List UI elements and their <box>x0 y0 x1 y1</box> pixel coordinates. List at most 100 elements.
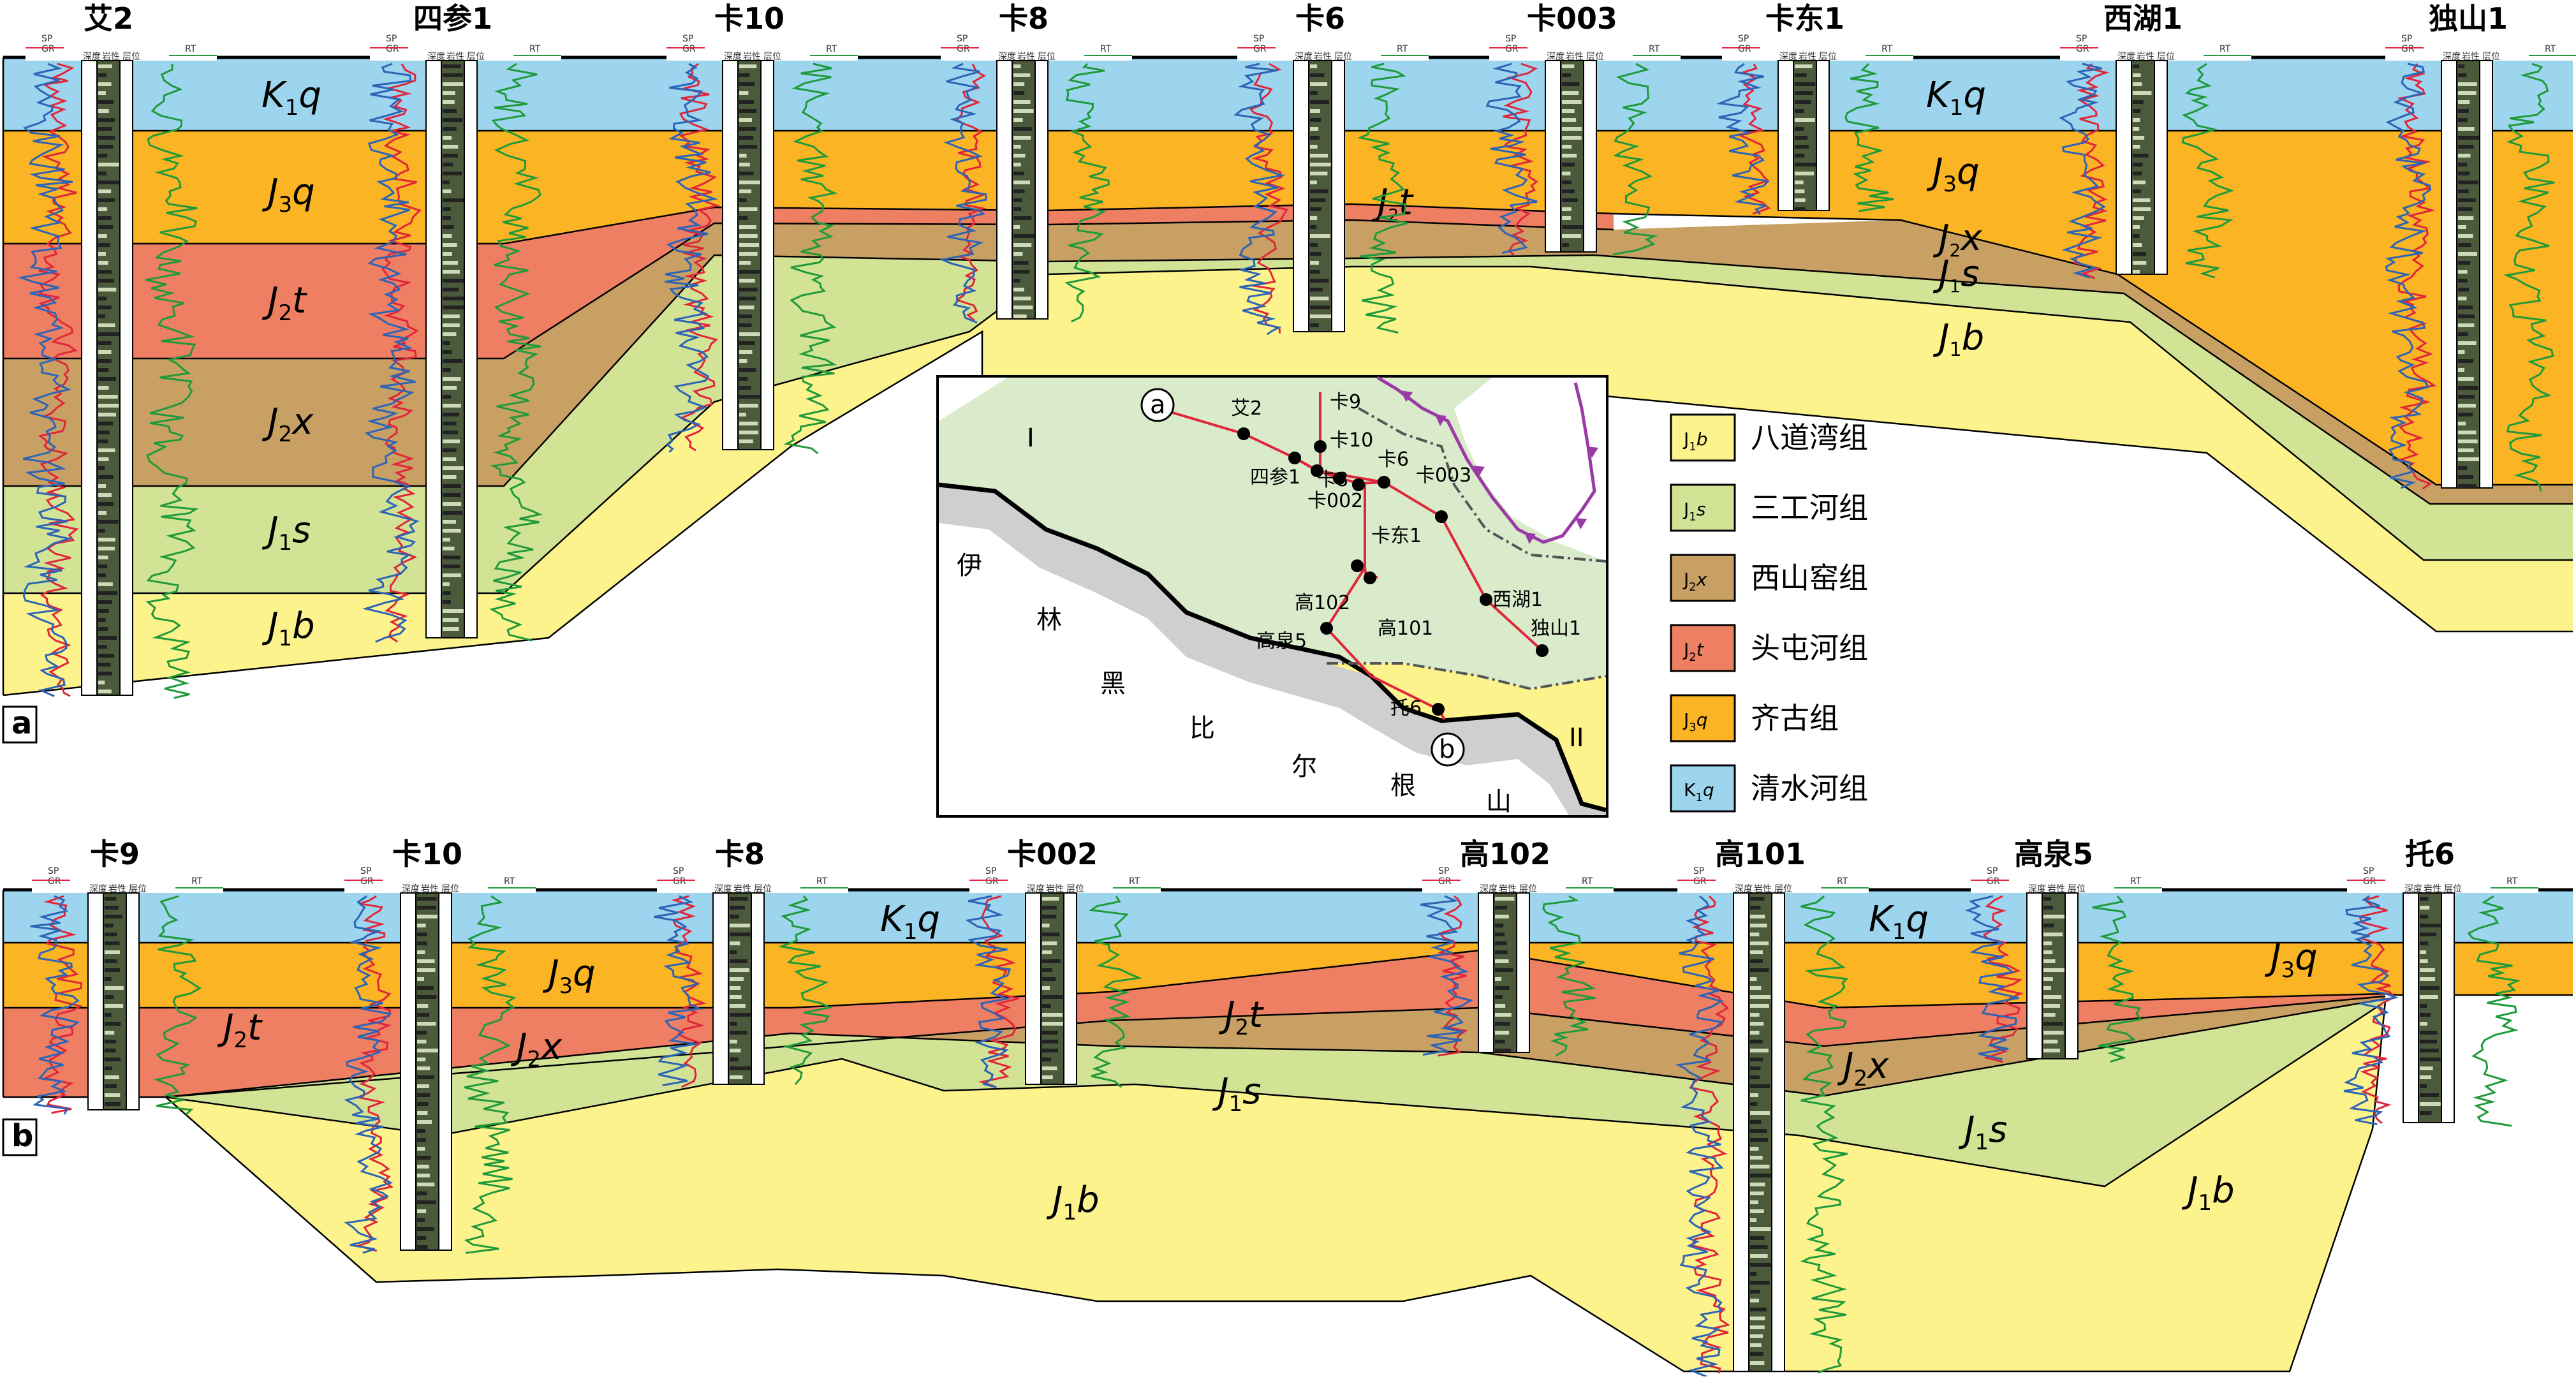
well-name: 卡10 <box>714 1 784 36</box>
svg-text:岩性: 岩性 <box>2137 52 2154 62</box>
map-endpoint-a: a <box>1150 390 1166 420</box>
panel-a-label: a <box>11 705 32 741</box>
svg-text:高102: 高102 <box>1295 592 1350 614</box>
svg-text:深度: 深度 <box>2443 52 2461 62</box>
well-name: 艾2 <box>84 1 133 36</box>
svg-text:J1s: J1s <box>1958 1109 2007 1155</box>
panel-b-band-k1q <box>3 890 2573 943</box>
panel-b-label-box <box>2 1118 38 1156</box>
svg-text:尔: 尔 <box>1292 752 1317 781</box>
svg-text:层位: 层位 <box>1586 52 1604 62</box>
svg-text:层位: 层位 <box>467 52 485 62</box>
svg-text:岩性: 岩性 <box>2424 884 2441 894</box>
svg-text:卡6: 卡6 <box>1378 448 1409 471</box>
svg-text:深度: 深度 <box>402 884 420 894</box>
legend-swatch <box>1670 483 1736 532</box>
panel-a-band-j2t <box>3 204 1614 358</box>
svg-text:GR: GR <box>2401 44 2415 54</box>
svg-text:岩性: 岩性 <box>2047 884 2065 894</box>
svg-text:RT: RT <box>1100 44 1112 54</box>
svg-text:J1b: J1b <box>261 605 315 651</box>
panel-a-band-j2x <box>3 220 2573 504</box>
svg-text:岩性: 岩性 <box>1314 52 1332 62</box>
svg-text:深度: 深度 <box>89 884 107 894</box>
svg-text:层位: 层位 <box>1334 52 1352 62</box>
svg-text:RT: RT <box>2219 44 2231 54</box>
well-name: 西湖1 <box>2103 1 2182 36</box>
svg-text:层位: 层位 <box>1519 884 1537 894</box>
legend-swatch <box>1670 694 1736 742</box>
legend-swatch <box>1670 624 1736 672</box>
legend-swatch <box>1670 554 1736 602</box>
svg-text:SP: SP <box>1505 34 1516 44</box>
well-name: 卡东1 <box>1765 1 1844 36</box>
svg-text:卡003: 卡003 <box>1416 464 1471 487</box>
svg-text:层位: 层位 <box>2482 52 2500 62</box>
svg-text:GR: GR <box>360 876 374 887</box>
svg-text:深度: 深度 <box>714 884 732 894</box>
svg-text:GR: GR <box>1738 44 1751 54</box>
svg-text:层位: 层位 <box>122 52 140 62</box>
well-name: 高102 <box>1460 837 1550 871</box>
svg-text:岩性: 岩性 <box>743 52 761 62</box>
panel-a-band-j1s <box>3 255 2573 593</box>
svg-text:伊: 伊 <box>957 551 982 580</box>
map-region-i: I <box>1027 424 1034 453</box>
svg-text:RT: RT <box>1129 876 1140 887</box>
panel-b-band-j3q <box>3 943 2573 1008</box>
panel-b-band-j2x <box>166 996 2385 1097</box>
well-location-map: a b I II 伊 林 黑 比 尔 根 山 艾2 卡9 卡10 四参1 卡8 … <box>936 375 1608 818</box>
svg-text:GR: GR <box>1253 44 1267 54</box>
svg-text:层位: 层位 <box>129 884 147 894</box>
well-name: 托6 <box>2405 837 2455 871</box>
svg-text:层位: 层位 <box>2444 884 2462 894</box>
svg-text:深度: 深度 <box>427 52 445 62</box>
well-name: 独山1 <box>2429 1 2508 36</box>
svg-text:SP: SP <box>2401 34 2412 44</box>
svg-text:层位: 层位 <box>441 884 459 894</box>
svg-text:GR: GR <box>985 876 999 887</box>
legend-name: 三工河组 <box>1751 490 1868 525</box>
svg-text:GR: GR <box>673 876 686 887</box>
svg-text:J2x: J2x <box>1932 218 1982 261</box>
panel-b-unit-labels: K1q K1q J3q J3q J2t J2t J2x J2x J1s J1s … <box>217 899 2318 1225</box>
svg-text:独山1: 独山1 <box>1531 617 1581 640</box>
svg-text:深度: 深度 <box>1027 884 1045 894</box>
legend-code: K1q <box>1684 779 1714 804</box>
svg-text:层位: 层位 <box>763 52 781 62</box>
svg-text:岩性: 岩性 <box>1754 884 1772 894</box>
map-region-ii: II <box>1569 723 1584 753</box>
svg-text:RT: RT <box>1649 44 1660 54</box>
svg-text:SP: SP <box>682 34 693 44</box>
svg-text:GR: GR <box>48 876 61 887</box>
svg-text:SP: SP <box>1738 34 1749 44</box>
svg-text:RT: RT <box>185 44 196 54</box>
svg-text:GR: GR <box>957 44 970 54</box>
svg-text:RT: RT <box>1837 876 1848 887</box>
svg-text:SP: SP <box>1253 34 1264 44</box>
svg-text:层位: 层位 <box>2068 884 2086 894</box>
legend-code: J1b <box>1682 429 1708 454</box>
legend-code: J2x <box>1682 569 1707 594</box>
svg-text:岩性: 岩性 <box>1046 884 1064 894</box>
svg-text:深度: 深度 <box>724 52 742 62</box>
svg-text:深度: 深度 <box>1735 884 1753 894</box>
svg-text:RT: RT <box>1582 876 1593 887</box>
svg-text:SP: SP <box>48 866 59 876</box>
svg-text:J2x: J2x <box>510 1026 563 1072</box>
well-name: 卡10 <box>392 837 462 871</box>
map-well-labels: 艾2 卡9 卡10 四参1 卡8 卡002 卡6 卡003 卡东1 西湖1 独山… <box>1231 391 1581 719</box>
svg-text:J1s: J1s <box>1212 1071 1261 1117</box>
svg-text:SP: SP <box>386 34 397 44</box>
